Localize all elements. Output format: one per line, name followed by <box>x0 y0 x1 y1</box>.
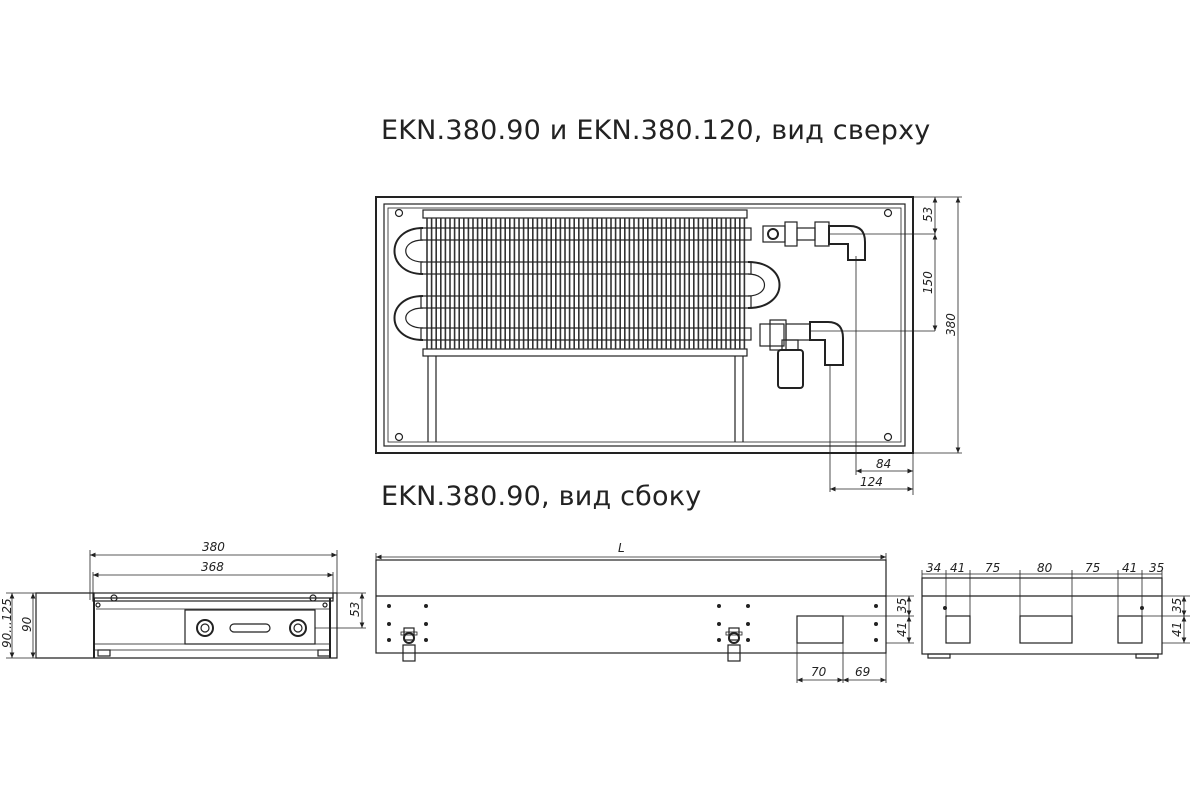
screw-hole-icon <box>110 594 118 602</box>
dim-84: 84 <box>876 457 891 471</box>
leveling-foot-icon <box>400 627 418 662</box>
dim-90-125: 90...125 <box>0 598 14 648</box>
lower-valve-icon <box>759 319 844 389</box>
top-view-inner-frame <box>383 203 906 447</box>
side-view-title: EKN.380.90, вид сбоку <box>381 481 702 512</box>
dim-53-top: 53 <box>921 207 935 222</box>
dim-150: 150 <box>921 271 935 294</box>
dim-380-end: 380 <box>202 540 225 554</box>
rear-opening-right <box>1117 615 1143 644</box>
dim-75-b: 75 <box>1085 561 1100 575</box>
screw-hole-icon <box>883 208 893 218</box>
side-view-drawing: L 70 69 35 41 <box>375 541 914 683</box>
dim-41-b: 41 <box>1122 561 1137 575</box>
dim-35-side: 35 <box>895 598 909 613</box>
dim-35-rear: 35 <box>1149 561 1164 575</box>
rear-opening-left <box>945 615 971 644</box>
screw-hole-icon <box>394 432 404 442</box>
top-view-outer-frame <box>375 196 914 454</box>
dim-380-top: 380 <box>944 313 958 336</box>
dim-368: 368 <box>201 560 224 574</box>
dim-75-a: 75 <box>985 561 1000 575</box>
top-view-title: EKN.380.90 и EKN.380.120, вид сверху <box>381 115 931 146</box>
dim-L: L <box>618 541 625 555</box>
dim-90: 90 <box>20 616 34 632</box>
top-view-drawing: 53 150 380 84 124 <box>375 196 962 495</box>
dim-70: 70 <box>811 665 827 679</box>
screw-hole-icon <box>883 432 893 442</box>
screw-hole-icon <box>394 208 404 218</box>
rear-view-drawing: 34 41 75 80 75 41 35 35 41 <box>921 561 1190 659</box>
exchanger-fins <box>426 218 746 349</box>
valve-connector-icon <box>289 619 307 637</box>
upper-valve-icon <box>762 221 866 261</box>
dim-34: 34 <box>926 561 941 575</box>
dim-41-rear-vertical: 41 <box>1170 622 1184 637</box>
dim-53-end: 53 <box>348 602 362 617</box>
exchanger-bottom-bar <box>422 348 748 357</box>
exchanger-top-bar <box>422 209 748 219</box>
screw-hole-icon <box>309 594 317 602</box>
dim-41-side: 41 <box>895 622 909 637</box>
dim-80: 80 <box>1037 561 1053 575</box>
dim-69: 69 <box>855 665 870 679</box>
valve-connector-icon <box>196 619 214 637</box>
dim-124: 124 <box>860 475 883 489</box>
rear-opening-center <box>1019 615 1073 644</box>
connection-opening <box>796 615 844 644</box>
leveling-foot-icon <box>725 627 743 662</box>
thermostat-head-icon <box>777 349 804 389</box>
end-view-drawing: 380 368 90...125 90 53 <box>0 540 366 659</box>
dim-35-rear-vertical: 35 <box>1170 598 1184 613</box>
dim-41-a: 41 <box>950 561 965 575</box>
